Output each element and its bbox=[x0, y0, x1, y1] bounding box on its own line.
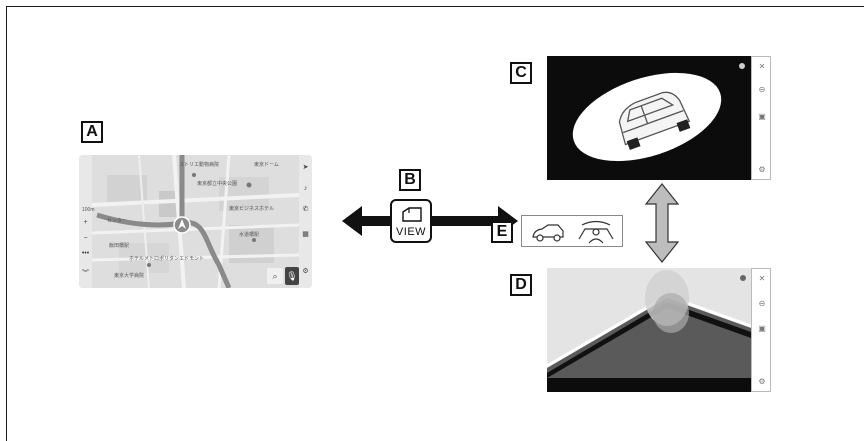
settings-icon[interactable]: ⚙ bbox=[302, 268, 309, 275]
camera-view-icon bbox=[402, 207, 422, 222]
label-a: A bbox=[81, 121, 103, 143]
figure-frame bbox=[6, 6, 864, 441]
map-scale: 100m bbox=[82, 207, 95, 213]
view-icon[interactable]: ▣ bbox=[758, 112, 766, 121]
view-button[interactable]: VIEW bbox=[390, 199, 432, 243]
screen-d-sidebar: ✕ ⊖ ▣ ⚙ bbox=[751, 268, 771, 392]
vertical-double-arrow-icon bbox=[644, 183, 680, 263]
camera-switch-icon[interactable]: ⊖ bbox=[758, 299, 766, 308]
map-label: 東京大学病院 bbox=[114, 273, 145, 279]
view-button-label: VIEW bbox=[395, 226, 427, 238]
driver-view-icon[interactable] bbox=[578, 219, 614, 245]
map-canvas bbox=[79, 155, 312, 288]
zoom-in-button[interactable]: + bbox=[83, 219, 88, 226]
camera-screen-d bbox=[547, 268, 751, 392]
car-side-view-icon[interactable] bbox=[530, 220, 566, 244]
direction-icon[interactable]: ➤ bbox=[302, 164, 309, 171]
search-button[interactable]: ⌕ bbox=[267, 268, 283, 284]
screen-c-sidebar: ✕ ⊖ ▣ ⚙ bbox=[751, 56, 771, 180]
bidirectional-arrow-icon bbox=[342, 206, 518, 236]
settings-icon[interactable]: ⚙ bbox=[758, 377, 766, 386]
map-right-toolbar bbox=[299, 155, 312, 288]
driver-camera-canvas bbox=[547, 268, 751, 392]
view-icon[interactable]: ▣ bbox=[758, 324, 766, 333]
camera-screen-c bbox=[547, 56, 751, 180]
camera-switch-icon[interactable]: ⊖ bbox=[758, 85, 766, 94]
map-label: 東京ドーム bbox=[254, 162, 279, 168]
surround-view-canvas bbox=[572, 63, 745, 162]
map-label: ストリエ動物病院 bbox=[179, 162, 220, 168]
map-label: ホテルメトロポリタンエドモント bbox=[129, 256, 205, 262]
collapse-icon[interactable]: ︾ bbox=[82, 270, 89, 277]
microphone-icon bbox=[739, 63, 745, 69]
microphone-icon bbox=[740, 275, 746, 281]
settings-icon[interactable]: ⚙ bbox=[758, 165, 766, 174]
label-b: B bbox=[399, 169, 421, 191]
grid-icon[interactable]: ▦ bbox=[302, 231, 309, 238]
music-icon[interactable]: ♪ bbox=[303, 185, 308, 192]
label-c: C bbox=[510, 62, 532, 84]
map-label: 水道橋駅 bbox=[239, 232, 260, 238]
map-label: 飯田橋駅 bbox=[109, 243, 130, 249]
label-d: D bbox=[510, 274, 532, 296]
map-label: 東京都立中央公園 bbox=[197, 181, 238, 187]
map-label: センター bbox=[107, 218, 128, 224]
close-icon[interactable]: ✕ bbox=[758, 274, 766, 283]
microphone-button[interactable]: 🎙 bbox=[285, 267, 299, 285]
map-label: 東京ビジネスホテル bbox=[229, 206, 275, 212]
more-icon[interactable]: ••• bbox=[81, 250, 90, 257]
label-e: E bbox=[491, 221, 513, 243]
view-mode-panel bbox=[521, 215, 623, 247]
close-icon[interactable]: ✕ bbox=[758, 62, 766, 71]
map-left-toolbar bbox=[79, 155, 92, 288]
phone-icon[interactable]: ✆ bbox=[302, 206, 309, 213]
zoom-out-button[interactable]: − bbox=[83, 235, 88, 242]
navigation-map-screen[interactable]: 100m + − ••• ︾ ➤ ♪ ✆ ▦ ⚙ ストリエ動物病院 東京ドーム … bbox=[79, 155, 312, 288]
